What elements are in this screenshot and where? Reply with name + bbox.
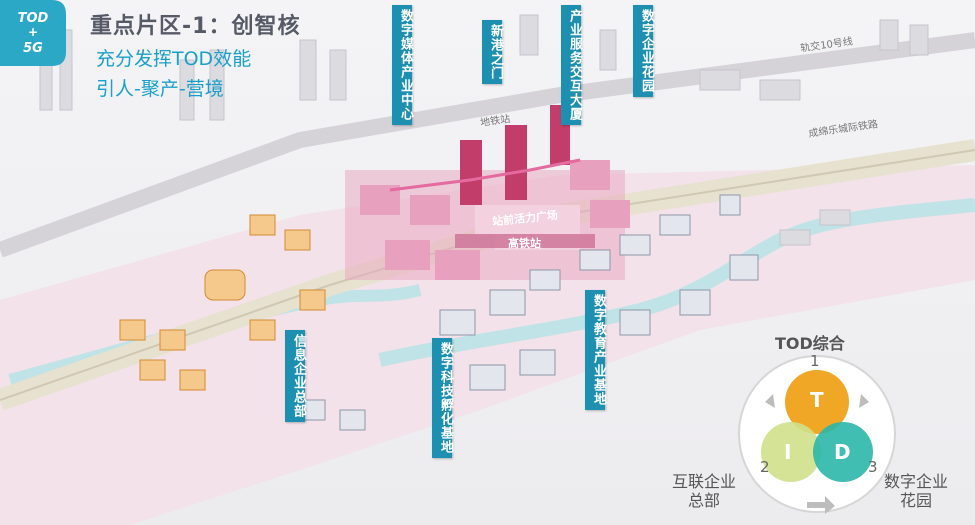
metro-line-10 [0, 32, 975, 258]
hsr-station-bar [455, 234, 595, 248]
river [378, 198, 975, 367]
page-title: 重点片区-1：创智核 [90, 14, 301, 39]
callout-new-gate: 新港之门 [482, 20, 503, 84]
legend-num-3: 3 [868, 458, 878, 476]
badge-line2: + [28, 25, 38, 39]
badge-line3: 5G [23, 41, 43, 56]
callout-digital-edu: 数字教育产业基地 [585, 290, 606, 410]
hq-cluster [119, 214, 326, 391]
callout-internet-hq: 信息企业总部 [285, 330, 306, 422]
callout-digital-park: 数字企业花园 [633, 5, 654, 97]
badge-line1: TOD [18, 11, 49, 26]
tod-venn-diagram [738, 355, 896, 514]
legend-letter-t: T [810, 388, 824, 412]
label-hsr-station: 高铁站 [508, 237, 541, 250]
campus-buildings [299, 194, 759, 431]
legend-letter-i: I [784, 440, 792, 464]
legend-letter-d: D [834, 440, 851, 464]
subtitle-1: 充分发挥TOD效能 [96, 48, 252, 70]
legend-num-2: 2 [760, 458, 770, 476]
legend-num-1: 1 [810, 352, 820, 370]
tod-badge: TOD + 5G [0, 0, 66, 66]
subtitle-2: 引人-聚产-营境 [96, 78, 224, 100]
legend-label-right: 数字企业 花园 [884, 472, 949, 510]
legend-label-left: 互联企业 总部 [672, 472, 737, 510]
callout-digital-media: 数字媒体产业中心 [392, 5, 413, 125]
tod-legend-title: TOD综合 [775, 334, 845, 353]
callout-digital-tech: 数字科技孵化基地 [432, 338, 453, 458]
callout-industry-service: 产业服务交互大厦 [561, 5, 582, 125]
